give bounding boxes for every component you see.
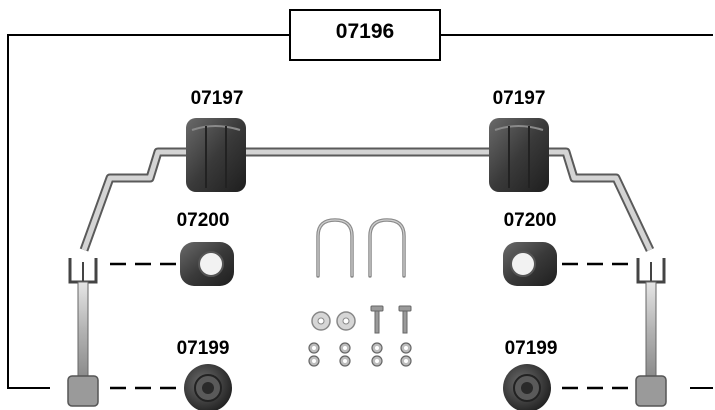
label-end-link-lower-left: 07199 — [177, 338, 230, 359]
u-bolt-left — [316, 218, 354, 278]
sway-bar-bushing-left — [186, 118, 246, 192]
sway-bar — [79, 147, 655, 252]
kit-bracket-line — [7, 34, 713, 389]
washers — [311, 311, 356, 331]
end-link-right — [635, 258, 667, 407]
label-end-link-upper-left: 07200 — [177, 210, 230, 231]
bolts — [370, 305, 412, 334]
label-end-link-lower-right: 07199 — [505, 338, 558, 359]
end-link-bushing-upper-left — [180, 242, 234, 286]
connector-lines — [110, 262, 630, 390]
label-end-link-upper-right: 07200 — [504, 210, 557, 231]
end-link-left — [67, 258, 99, 407]
nut-holes — [312, 346, 408, 363]
end-link-bushing-lower-left — [184, 364, 232, 410]
label-sway-bar-bushing-left: 07197 — [191, 88, 244, 109]
u-bolt-inner-lines — [317, 219, 405, 276]
end-link-bushing-upper-right — [503, 242, 557, 286]
label-sway-bar-bushing-right: 07197 — [493, 88, 546, 109]
nuts — [308, 342, 412, 367]
u-bolt-right — [368, 218, 406, 278]
kit-label-box: 07196 — [289, 9, 441, 61]
kit-number-label: 07196 — [336, 20, 394, 43]
end-link-bushing-lower-right — [503, 364, 551, 410]
sway-bar-bushing-right — [489, 118, 549, 192]
